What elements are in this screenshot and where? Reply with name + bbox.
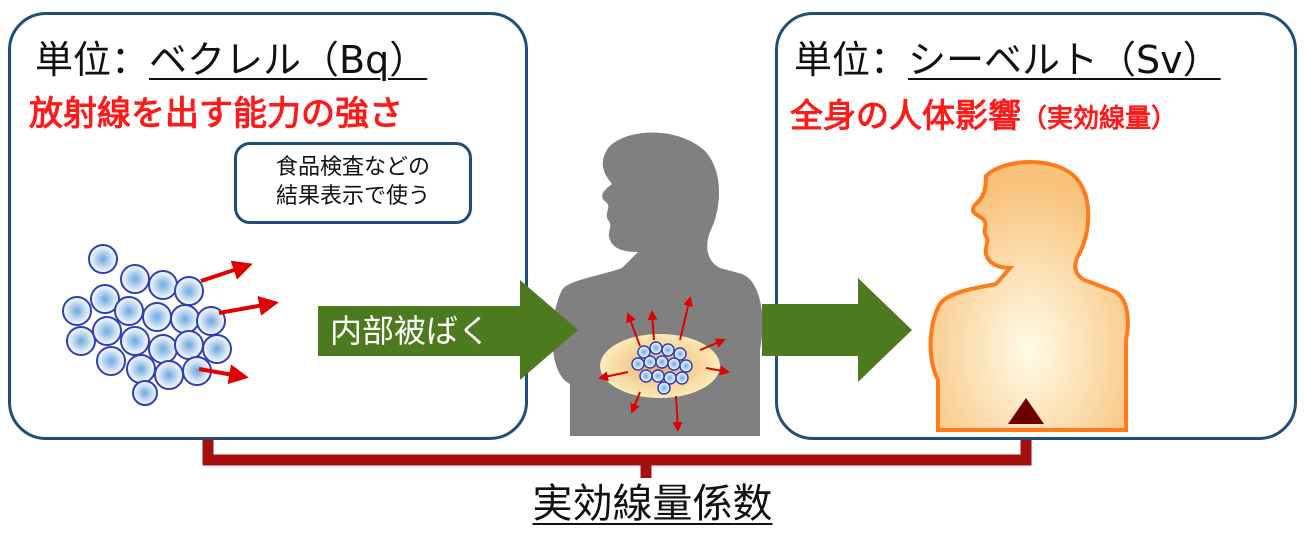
unit-name-becquerel: ベクレル（Bq） (149, 38, 428, 82)
unit-heading-sievert: 単位：シーベルト（Sv） (794, 41, 1221, 79)
effective-dose-coefficient-label: 実効線量係数 (532, 481, 773, 527)
sievert-description-main: 全身の人体影響 (790, 96, 1021, 135)
unit-prefix: 単位： (794, 38, 909, 82)
becquerel-panel: 単位：ベクレル（Bq） 放射線を出す能力の強さ (8, 12, 528, 440)
internal-particles (631, 341, 693, 395)
unit-heading-becquerel: 単位：ベクレル（Bq） (35, 41, 427, 79)
usage-note-line-2: 結果表示で使う (275, 184, 430, 209)
internal-radiation-rays (598, 296, 730, 432)
unit-name-sievert: シーベルト（Sv） (908, 38, 1221, 82)
human-body-outline (928, 160, 1130, 432)
radioactive-particles-cluster (62, 244, 279, 406)
usage-note: 食品検査などの 結果表示で使う (234, 142, 472, 224)
internal-exposure-arrow[interactable] (318, 280, 578, 380)
internal-exposure-label: 内部被ばく (330, 312, 491, 350)
unit-prefix: 単位： (35, 38, 150, 82)
becquerel-description: 放射線を出す能力の強さ (29, 94, 403, 134)
sievert-description-sub: （実効線量） (1021, 104, 1178, 134)
to-sievert-arrow[interactable] (762, 278, 912, 382)
usage-note-line-1: 食品検査などの (275, 155, 430, 181)
sievert-description: 全身の人体影響（実効線量） (790, 99, 1177, 132)
up-arrowhead (1008, 398, 1044, 424)
